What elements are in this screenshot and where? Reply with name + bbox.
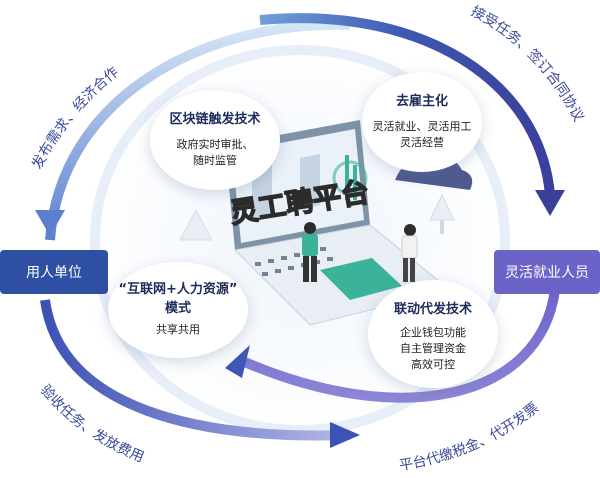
card-line: 灵活经营 <box>400 136 444 149</box>
card-internet-hr: “互联网+人力资源” 模式 共享共用 <box>108 262 248 358</box>
person-figure <box>401 224 418 282</box>
card-line: 企业钱包功能 <box>400 326 466 339</box>
card-line: 灵活就业、灵活用工 <box>372 120 472 133</box>
card-line: 自主管理资金 <box>400 342 466 355</box>
card-line: 随时监管 <box>193 154 237 167</box>
person-figure <box>302 222 318 282</box>
arc-label-top-right: 接受任务、签订合同协议 <box>468 3 586 125</box>
employer-label: 用人单位 <box>0 250 108 294</box>
arc-bottom-left <box>40 299 351 441</box>
arc-label-bottom-left: 验收任务、发放费用 <box>37 382 146 466</box>
arrow-head-bottom <box>225 345 250 378</box>
card-blockchain: 区块链触发技术 政府实时审批、 随时监管 <box>150 90 280 190</box>
freelancer-label: 灵活就业人员 <box>494 250 600 294</box>
arrow-head-right <box>535 190 565 216</box>
card-title: 区块链触发技术 <box>169 112 261 127</box>
arrow-head-left <box>35 210 65 236</box>
card-line: 政府实时审批、 <box>176 138 254 151</box>
arc-top-left <box>45 19 351 241</box>
arc-top-right <box>259 13 555 196</box>
tree-icon <box>179 193 455 241</box>
arrow-head-bottom-left <box>330 422 360 448</box>
arc-bottom-right <box>237 289 560 403</box>
card-title: 联动代发技术 <box>393 302 472 317</box>
card-title: “互联网+人力资源” <box>118 282 238 297</box>
card-title-2: 模式 <box>164 301 191 316</box>
card-title: 去雇主化 <box>395 94 448 109</box>
card-linked-payment: 联动代发技术 企业钱包功能 自主管理资金 高效可控 <box>368 280 498 388</box>
card-line: 共享共用 <box>156 323 200 336</box>
card-decentralized: 去雇主化 灵活就业、灵活用工 灵活经营 <box>362 72 482 172</box>
card-line: 高效可控 <box>411 358 455 371</box>
inner-ring <box>90 45 510 435</box>
